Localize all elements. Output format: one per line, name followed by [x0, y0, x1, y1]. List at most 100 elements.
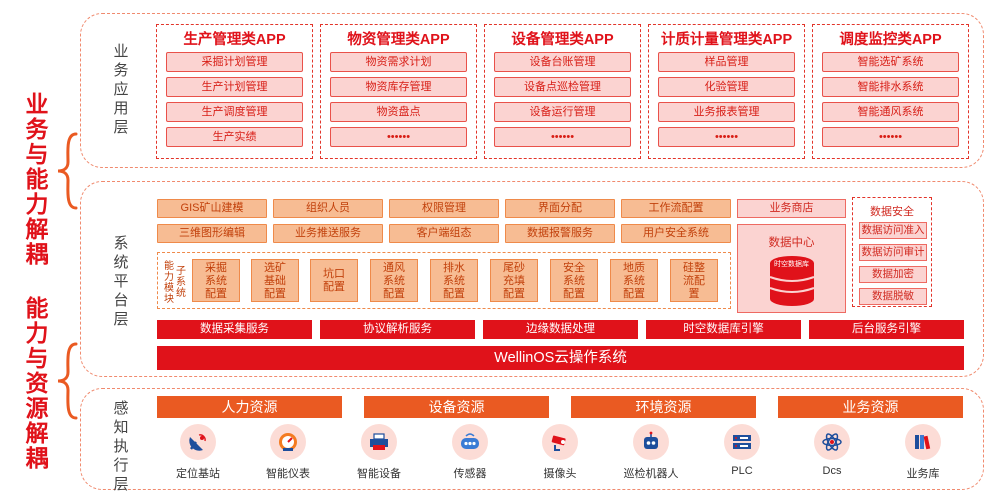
device-dcs: Dcs: [797, 424, 867, 477]
platform-layer-title: 系统平台层: [113, 235, 129, 328]
app-item[interactable]: ••••••: [494, 127, 631, 147]
app-item[interactable]: 智能排水系统: [822, 77, 959, 97]
app-item[interactable]: 化验管理: [658, 77, 795, 97]
service-protocol-parsing: 协议解析服务: [320, 320, 475, 339]
platform-org-personnel: 组织人员: [273, 199, 383, 218]
device-label: 巡检机器人: [623, 468, 679, 480]
data-security-box: 数据安全 数据访问准入 数据访问审计 数据加密 数据脱敏: [852, 197, 932, 307]
app-item[interactable]: 物资盘点: [330, 102, 467, 122]
app-card: 设备管理类APP 设备台账管理设备点巡检管理设备运行管理 ••••••: [484, 24, 641, 159]
subsystem-item: 坑口配置: [310, 259, 358, 302]
app-card-title: 调度监控类APP: [839, 32, 942, 48]
resource-environment: 环境资源: [571, 396, 756, 418]
app-item[interactable]: 业务报表管理: [658, 102, 795, 122]
camera-icon: [542, 424, 578, 460]
device-smart-meter: 智能仪表: [253, 424, 323, 481]
wellinos-bar: WellinOS云操作系统: [157, 346, 964, 370]
app-card: 计质计量管理类APP 样品管理化验管理业务报表管理 ••••••: [648, 24, 805, 159]
service-backend-engine: 后台服务引擎: [809, 320, 964, 339]
app-item[interactable]: 生产调度管理: [166, 102, 303, 122]
device-positioning-station: 定位基站: [163, 424, 233, 481]
database-icon: [769, 256, 815, 306]
robot-icon: [633, 424, 669, 460]
app-card: 生产管理类APP 采掘计划管理生产计划管理生产调度管理生产实绩: [156, 24, 313, 159]
resource-equipment: 设备资源: [364, 396, 549, 418]
subsystem-item: 排水系统配置: [430, 259, 478, 302]
service-spatial-db-engine: 时空数据库引擎: [646, 320, 801, 339]
resource-human: 人力资源: [157, 396, 342, 418]
subsystem-box: [157, 252, 731, 309]
subsystem-item: 尾砂充填配置: [490, 259, 538, 302]
data-center-title: 数据中心: [768, 237, 815, 249]
device-inspection-robot: 巡检机器人: [616, 424, 686, 481]
device-plc: PLC: [707, 424, 777, 477]
app-card: 物资管理类APP 物资需求计划物资库存管理物资盘点 ••••••: [320, 24, 477, 159]
app-item[interactable]: 智能选矿系统: [822, 52, 959, 72]
resource-business: 业务资源: [778, 396, 963, 418]
app-item[interactable]: 样品管理: [658, 52, 795, 72]
app-item[interactable]: 设备点巡检管理: [494, 77, 631, 97]
atom-icon: [814, 424, 850, 460]
subsystem-item: 地质系统配置: [610, 259, 658, 302]
printer-device-icon: [361, 424, 397, 460]
device-camera: 摄像头: [525, 424, 595, 481]
device-label: 智能仪表: [266, 468, 310, 480]
subsystem-item: 采掘系统配置: [192, 259, 240, 302]
app-card: 调度监控类APP 智能选矿系统智能排水系统智能通风系统 ••••••: [812, 24, 969, 159]
sensor-icon: [452, 424, 488, 460]
spatial-db-label: 时空数据库: [774, 261, 809, 268]
data-center: 数据中心 时空数据库: [737, 224, 846, 313]
app-item[interactable]: 生产计划管理: [166, 77, 303, 97]
left-label-top: 业务与能力解耦: [25, 91, 49, 267]
subsystem-label-b: 子系统: [176, 266, 186, 299]
device-sensor: 传感器: [435, 424, 505, 481]
security-access-audit: 数据访问审计: [859, 244, 927, 261]
app-item[interactable]: 设备运行管理: [494, 102, 631, 122]
platform-alarm-service: 数据报警服务: [505, 224, 615, 243]
device-label: 定位基站: [176, 468, 220, 480]
data-security-title: 数据安全: [870, 206, 914, 218]
app-item[interactable]: ••••••: [822, 127, 959, 147]
app-item[interactable]: ••••••: [658, 127, 795, 147]
app-item[interactable]: 采掘计划管理: [166, 52, 303, 72]
subsystem-item: 通风系统配置: [370, 259, 418, 302]
business-store: 业务商店: [737, 199, 846, 218]
books-icon: [905, 424, 941, 460]
platform-3d-editing: 三维图形编辑: [157, 224, 267, 243]
platform-client-config: 客户端组态: [389, 224, 499, 243]
plc-icon: [724, 424, 760, 460]
platform-gis-modeling: GIS矿山建模: [157, 199, 267, 218]
app-card-title: 计质计量管理类APP: [660, 32, 793, 48]
app-card-title: 生产管理类APP: [183, 32, 286, 48]
platform-permission: 权限管理: [389, 199, 499, 218]
security-encryption: 数据加密: [859, 266, 927, 283]
subsystem-label-a: 能力模块: [164, 261, 174, 305]
application-layer-title: 业务应用层: [113, 43, 129, 136]
app-item[interactable]: 生产实绩: [166, 127, 303, 147]
subsystem-item: 硅整流配置: [670, 259, 718, 302]
app-item[interactable]: 物资库存管理: [330, 77, 467, 97]
app-item[interactable]: 物资需求计划: [330, 52, 467, 72]
platform-ui-allocation: 界面分配: [505, 199, 615, 218]
perception-layer-title: 感知执行层: [113, 400, 129, 493]
security-access-control: 数据访问准入: [859, 222, 927, 239]
subsystem-item: 选矿基础配置: [251, 259, 299, 302]
brace-top-icon: [57, 132, 78, 210]
app-item[interactable]: ••••••: [330, 127, 467, 147]
device-label: 传感器: [453, 468, 487, 480]
app-item[interactable]: 智能通风系统: [822, 102, 959, 122]
app-item[interactable]: 设备台账管理: [494, 52, 631, 72]
service-data-collection: 数据采集服务: [157, 320, 312, 339]
service-edge-processing: 边缘数据处理: [483, 320, 638, 339]
app-card-title: 设备管理类APP: [511, 32, 614, 48]
device-label: Dcs: [822, 465, 842, 477]
security-masking: 数据脱敏: [859, 288, 927, 305]
left-label-bottom: 能力与资源解耦: [25, 295, 49, 471]
platform-push-service: 业务推送服务: [273, 224, 383, 243]
gauge-icon: [270, 424, 306, 460]
satellite-dish-icon: [180, 424, 216, 460]
platform-workflow: 工作流配置: [621, 199, 731, 218]
app-card-title: 物资管理类APP: [347, 32, 450, 48]
device-label: 摄像头: [543, 468, 577, 480]
platform-user-security: 用户安全系统: [621, 224, 731, 243]
